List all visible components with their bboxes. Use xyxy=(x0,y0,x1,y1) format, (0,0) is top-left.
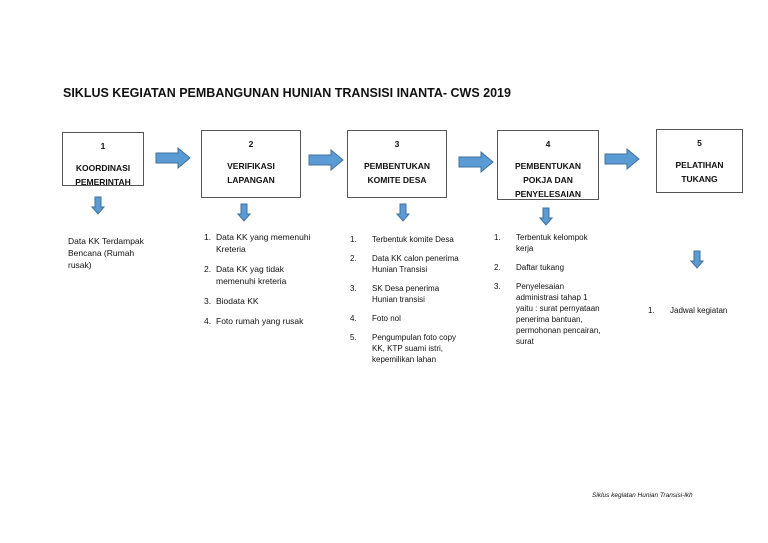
down-arrow-icon xyxy=(539,207,553,226)
step-number: 1 xyxy=(100,141,106,151)
right-arrow-icon xyxy=(155,147,191,169)
step-label: PEMBENTUKAN xyxy=(514,161,582,171)
right-arrow-icon xyxy=(458,151,494,173)
step-number: 5 xyxy=(697,138,702,148)
list-item: 3.Penyelesaian administrasi tahap 1 yait… xyxy=(494,282,601,346)
list-item: 3.Biodata KK xyxy=(204,296,259,306)
step2-output-list: 1.Data KK yang memenuhi Kreteria 2.Data … xyxy=(204,231,314,335)
step-number: 2 xyxy=(248,139,254,149)
right-arrow-icon xyxy=(604,148,640,170)
step-label: VERIFIKASI xyxy=(227,161,275,171)
step-label: PELATIHAN xyxy=(675,160,724,170)
list-item: 1.Terbentuk komite Desa xyxy=(350,235,454,244)
step-number: 4 xyxy=(545,139,551,149)
step-label: TUKANG xyxy=(681,174,718,184)
list-item: 2.Data KK yag tidak memenuhi kreteria xyxy=(204,264,287,286)
step-number: 3 xyxy=(394,139,400,149)
list-item: 1.Data KK yang memenuhi Kreteria xyxy=(204,232,311,254)
down-arrow-icon xyxy=(690,250,704,269)
step-label: KOORDINASI xyxy=(75,163,131,173)
list-item: 3.SK Desa penerima Hunian transisi xyxy=(350,284,440,304)
step-label: KOMITE DESA xyxy=(367,175,427,185)
list-item: 2.Daftar tukang xyxy=(494,263,565,272)
page-title: SIKLUS KEGIATAN PEMBANGUNAN HUNIAN TRANS… xyxy=(63,86,511,100)
step-box-1: 1 KOORDINASI PEMERINTAH xyxy=(62,132,144,186)
step-label: LAPANGAN xyxy=(227,175,275,185)
step-box-3: 3 PEMBENTUKAN KOMITE DESA xyxy=(347,130,447,198)
step-box-2: 2 VERIFIKASI LAPANGAN xyxy=(201,130,301,198)
step-box-4: 4 PEMBENTUKAN POKJA DAN PENYELESAIAN xyxy=(497,130,599,200)
list-item: 1.Terbentuk kelompok kerja xyxy=(494,233,588,253)
step-label: POKJA DAN xyxy=(523,175,573,185)
step-box-5: 5 PELATIHAN TUKANG xyxy=(656,129,743,193)
step-label: PEMERINTAH xyxy=(75,177,131,186)
list-item: 2.Data KK calon penerima Hunian Transisi xyxy=(350,254,459,274)
list-item: 4.Foto nol xyxy=(350,314,401,323)
step-label: PENYELESAIAN xyxy=(514,189,582,199)
list-item: 1.Jadwal kegiatan xyxy=(648,306,728,315)
down-arrow-icon xyxy=(396,203,410,222)
step1-output: Data KK Terdampak Bencana (Rumah rusak) xyxy=(68,236,144,270)
list-item: 4.Foto rumah yang rusak xyxy=(204,316,304,326)
step-label: PEMBENTUKAN xyxy=(363,161,431,171)
down-arrow-icon xyxy=(237,203,251,222)
footer-text: Siklus kegiatan Hunian Transisi-lkh xyxy=(592,492,693,499)
step5-output-list: 1.Jadwal kegiatan xyxy=(648,305,758,324)
step3-output-list: 1.Terbentuk komite Desa 2.Data KK calon … xyxy=(350,234,460,373)
step4-output-list: 1.Terbentuk kelompok kerja 2.Daftar tuka… xyxy=(494,232,606,355)
right-arrow-icon xyxy=(308,149,344,171)
down-arrow-icon xyxy=(91,196,105,215)
list-item: 5.Pengumpulan foto copy KK, KTP suami is… xyxy=(350,333,457,364)
